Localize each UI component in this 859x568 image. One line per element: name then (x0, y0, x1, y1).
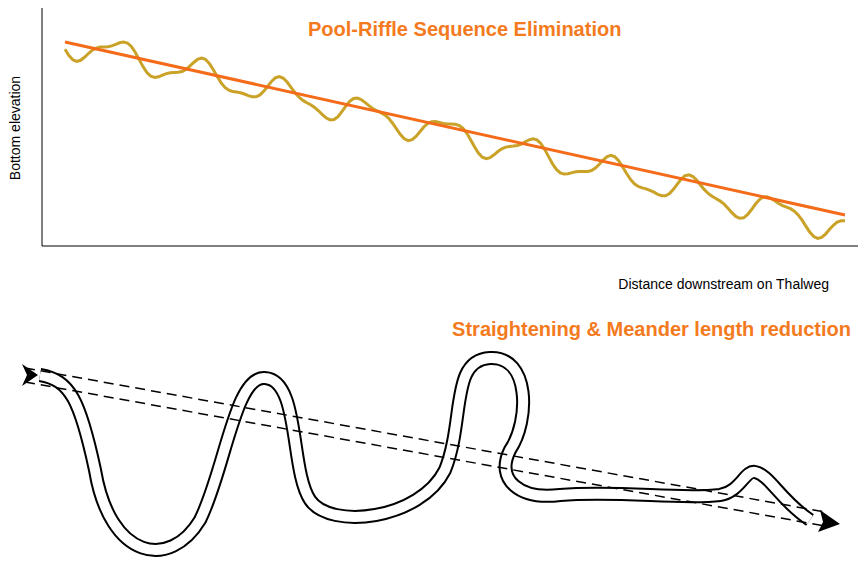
straight-bank (25, 382, 825, 526)
axis-title: Distance downstream on Thalweg (618, 276, 829, 292)
panel-title: Pool-Riffle Sequence Elimination (308, 18, 621, 41)
panel-title: Straightening & Meander length reduction (452, 318, 851, 341)
straight-bank (25, 368, 825, 512)
axis-title: Bottom elevation (7, 76, 23, 180)
bed-profile (65, 42, 845, 238)
y-axis (42, 8, 43, 246)
flow-arrow (818, 510, 840, 532)
trend-line (65, 42, 845, 215)
flow-arrow (22, 364, 38, 386)
x-axis (42, 246, 858, 247)
